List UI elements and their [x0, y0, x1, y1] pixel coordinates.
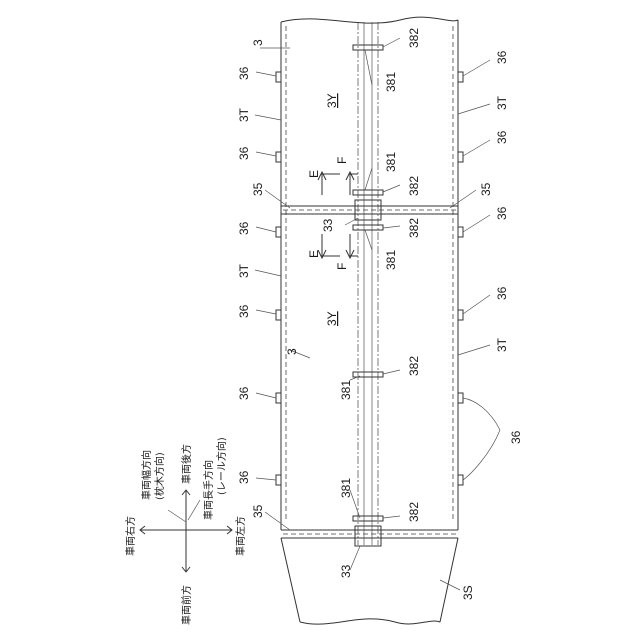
- label-F-upper: F: [335, 157, 349, 164]
- clamp-group: [353, 45, 383, 521]
- label-381-3: 381: [384, 250, 398, 270]
- label-36-l6: 36: [237, 470, 251, 484]
- label-rail-direction: (レール方向): [215, 437, 228, 495]
- label-3Y-upper: 3Y: [325, 93, 339, 108]
- label-33-lower: 33: [339, 564, 353, 578]
- reference-labels: 3 36 36 36 36 36 36 3T 3T 35 35 3 33 33 …: [237, 28, 523, 600]
- label-vehicle-front: 車両前方: [180, 585, 193, 625]
- panel-3S: [281, 538, 458, 624]
- label-3T-r1: 3T: [495, 95, 509, 110]
- label-381-4: 381: [339, 380, 353, 400]
- label-3T-r2: 3T: [495, 337, 509, 352]
- label-F-lower: F: [335, 263, 349, 270]
- label-381-1: 381: [384, 72, 398, 92]
- label-sleeper-direction: (枕木方向): [153, 452, 166, 500]
- label-35-upper: 35: [251, 182, 265, 196]
- label-3Y-lower: 3Y: [325, 311, 339, 326]
- label-vehicle-left: 車両左方: [234, 516, 247, 556]
- label-3S: 3S: [461, 585, 475, 600]
- top-break-line: [281, 17, 458, 23]
- label-33-upper: 33: [321, 218, 335, 232]
- label-382-3: 382: [407, 218, 421, 238]
- brackets-right: [458, 72, 463, 485]
- label-35-r: 35: [479, 182, 493, 196]
- label-3-top: 3: [251, 39, 265, 46]
- label-382-5: 382: [407, 502, 421, 522]
- label-382-1: 382: [407, 28, 421, 48]
- orientation-diagram: 車両幅方向 (枕木方向) 車両後方 車両長手方向 (レール方向) 車両右方 車両…: [124, 437, 247, 625]
- leader-lines: [255, 38, 500, 590]
- label-vehicle-length-direction: 車両長手方向: [202, 460, 215, 520]
- label-381-5: 381: [339, 478, 353, 498]
- label-36-l1: 36: [237, 66, 251, 80]
- label-vehicle-rear: 車両後方: [180, 444, 193, 484]
- label-vehicle-right: 車両右方: [124, 516, 137, 556]
- label-36-l5: 36: [237, 386, 251, 400]
- panel-structure: [255, 17, 500, 624]
- label-3T-l2: 3T: [237, 263, 251, 278]
- label-36-l2: 36: [237, 146, 251, 160]
- label-36-r4: 36: [495, 286, 509, 300]
- block-33-lower: [355, 526, 381, 546]
- label-36-l4: 36: [237, 304, 251, 318]
- label-3T-l1: 3T: [237, 107, 251, 122]
- label-36-r2: 36: [495, 130, 509, 144]
- label-36-r5: 36: [509, 430, 523, 444]
- label-381-2: 381: [384, 152, 398, 172]
- cross-beam-upper: [281, 206, 458, 214]
- label-382-2: 382: [407, 176, 421, 196]
- label-3-mid: 3: [285, 348, 299, 355]
- label-382-4: 382: [407, 356, 421, 376]
- brackets-left: [276, 72, 281, 485]
- label-35-lower: 35: [251, 504, 265, 518]
- label-36-l3: 36: [237, 221, 251, 235]
- label-36-r3: 36: [495, 206, 509, 220]
- label-E-lower: E: [307, 250, 321, 258]
- label-E-upper: E: [307, 170, 321, 178]
- section-arrows: [318, 172, 358, 258]
- cross-beam-lower: [281, 530, 458, 538]
- label-vehicle-width-direction: 車両幅方向: [140, 450, 153, 500]
- label-36-r1: 36: [495, 50, 509, 64]
